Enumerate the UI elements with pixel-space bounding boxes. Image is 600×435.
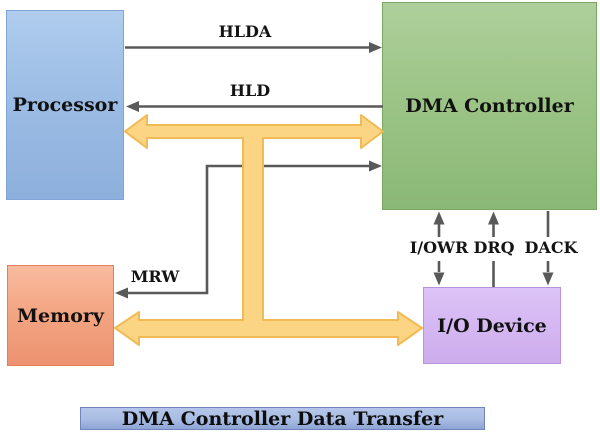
iowr-arrowhead-down-icon	[433, 272, 445, 286]
node-io-device: I/O Device	[423, 287, 561, 364]
mrw-arrowhead-left-icon	[115, 287, 128, 299]
node-memory: Memory	[7, 265, 114, 366]
hld-arrowhead-left-icon	[126, 101, 139, 112]
system-bus-arrow	[114, 114, 423, 346]
signal-label-hld: HLD	[229, 81, 271, 100]
signal-label-hlda: HLDA	[218, 22, 272, 41]
node-processor-label: Processor	[12, 94, 118, 116]
node-memory-label: Memory	[17, 304, 104, 327]
signal-label-mrw: MRW	[130, 267, 180, 286]
signal-label-drq: DRQ	[473, 238, 515, 257]
drq-arrowhead-up-icon	[488, 211, 499, 225]
node-processor: Processor	[6, 10, 124, 200]
diagram-title: DMA Controller Data Transfer	[121, 407, 444, 430]
diagram-title-bar: DMA Controller Data Transfer	[80, 407, 485, 430]
mrw-arrowhead-right-icon	[369, 160, 382, 172]
node-dma-controller-label: DMA Controller	[405, 95, 574, 117]
signal-label-dack: DACK	[524, 238, 578, 257]
hlda-arrowhead-right-icon	[369, 42, 382, 53]
node-io-device-label: I/O Device	[437, 314, 547, 337]
iowr-arrowhead-up-icon	[433, 211, 445, 225]
dack-arrowhead-down-icon	[542, 272, 554, 286]
signal-label-iowr: I/OWR	[409, 238, 469, 257]
node-dma-controller: DMA Controller	[382, 2, 597, 210]
